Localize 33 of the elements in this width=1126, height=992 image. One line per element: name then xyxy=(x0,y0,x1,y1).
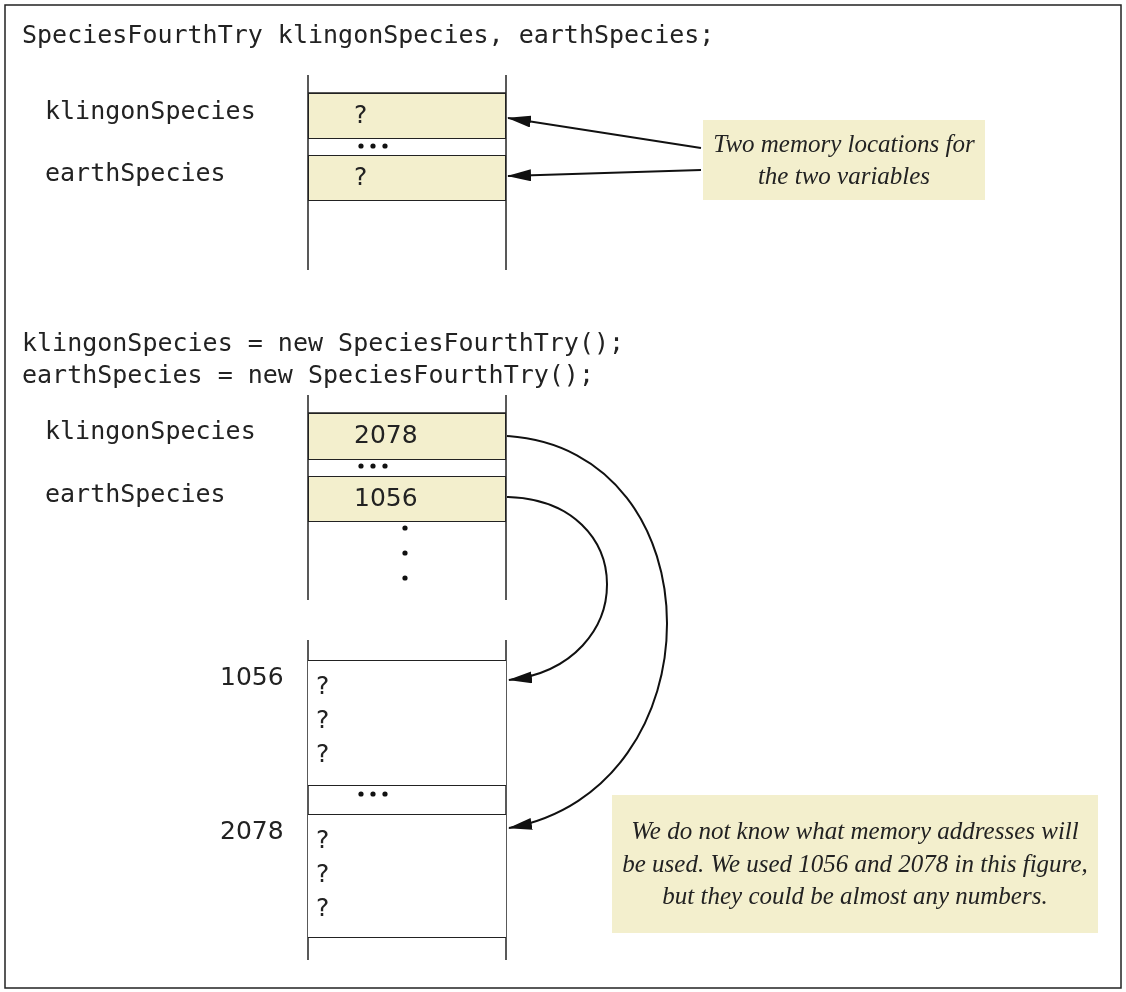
field-value: ? xyxy=(316,893,330,922)
variable-cell xyxy=(308,413,506,460)
variable-cell xyxy=(308,476,506,522)
code-line: klingonSpecies = new SpeciesFourthTry(); xyxy=(22,328,625,357)
code-line: earthSpecies = new SpeciesFourthTry(); xyxy=(22,360,594,389)
memory-address: 1056 xyxy=(220,662,284,691)
note-text: Two memory locations for the two variables xyxy=(713,128,975,191)
cell-value: ? xyxy=(354,162,368,191)
arrow xyxy=(507,115,702,149)
arrow xyxy=(506,496,608,681)
field-value: ? xyxy=(316,671,330,700)
object-memory-block xyxy=(308,814,506,938)
field-value: ? xyxy=(316,825,330,854)
variable-name: earthSpecies xyxy=(45,479,226,508)
variable-cell xyxy=(308,93,506,139)
note-text: We do not know what memory addresses will be used. We used 1056 and 2078 in this figure, but they could be almost any numbers. xyxy=(622,816,1088,912)
field-value: ? xyxy=(316,739,330,768)
cell-value: 2078 xyxy=(354,420,418,449)
variable-name: klingonSpecies xyxy=(45,96,256,125)
cell-value: 1056 xyxy=(354,483,418,512)
object-memory-block xyxy=(308,660,506,786)
cell-value: ? xyxy=(354,100,368,129)
code-line: SpeciesFourthTry klingonSpecies, earthSpecies; xyxy=(22,20,715,49)
field-value: ? xyxy=(316,859,330,888)
arrow xyxy=(506,435,668,829)
field-value: ? xyxy=(316,705,330,734)
callout-note xyxy=(612,795,1098,933)
variable-name: earthSpecies xyxy=(45,158,226,187)
callout-note xyxy=(703,120,985,200)
memory-address: 2078 xyxy=(220,816,284,845)
arrow xyxy=(507,169,702,182)
variable-name: klingonSpecies xyxy=(45,416,256,445)
variable-cell xyxy=(308,155,506,201)
